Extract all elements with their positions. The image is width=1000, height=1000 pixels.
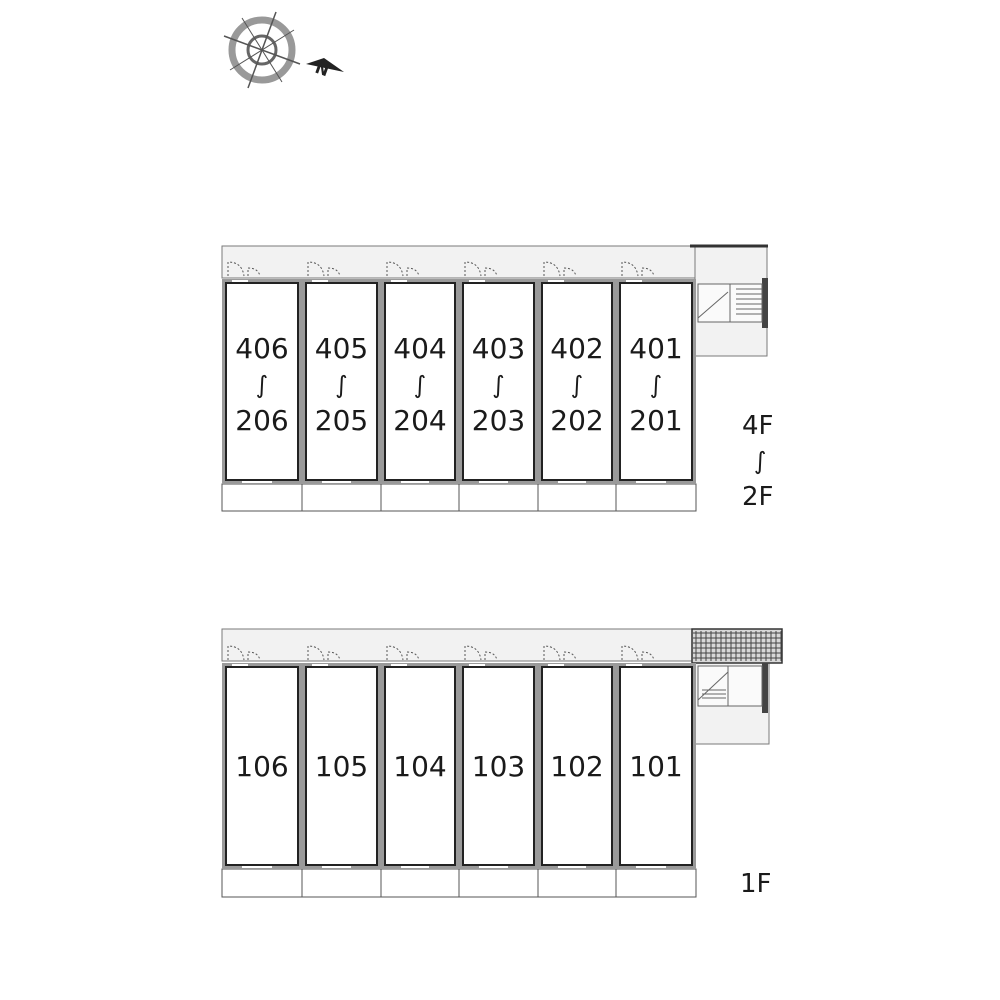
upper-stair (697, 283, 763, 323)
unit: 106 (222, 663, 302, 869)
unit-number-top: 406 (235, 332, 288, 365)
unit: 401 ∫ 201 (616, 279, 696, 484)
unit-number-bottom: 204 (393, 404, 446, 437)
upper-corridor (221, 245, 768, 279)
unit-number: 106 (235, 750, 288, 783)
lower-hatched-entry (691, 628, 783, 664)
unit-number-top: 403 (472, 332, 525, 365)
door-symbol (543, 645, 577, 661)
door-symbol (227, 645, 261, 661)
unit: 406 ∫ 206 (222, 279, 302, 484)
unit-range-sep: ∫ (414, 371, 427, 399)
unit-number-bottom: 202 (550, 404, 603, 437)
compass-icon: N (223, 11, 344, 89)
door-symbol (307, 261, 341, 277)
lower-balconies (221, 868, 697, 898)
unit: 104 (381, 663, 459, 869)
door-symbol (227, 261, 261, 277)
unit-range-sep: ∫ (650, 371, 663, 399)
unit-range-sep: ∫ (492, 371, 505, 399)
unit: 404 ∫ 204 (381, 279, 459, 484)
unit-number: 102 (550, 750, 603, 783)
lower-floor-label: 1F (740, 869, 772, 899)
unit: 101 (616, 663, 696, 869)
unit-number: 104 (393, 750, 446, 783)
unit-range-sep: ∫ (256, 371, 269, 399)
door-symbol (464, 261, 498, 277)
unit-number-top: 404 (393, 332, 446, 365)
unit-number-bottom: 203 (472, 404, 525, 437)
upper-floor-label-bottom: 2F (742, 482, 774, 512)
unit: 102 (538, 663, 616, 869)
upper-floor-label-top: 4F (742, 411, 774, 441)
door-symbol (386, 261, 420, 277)
upper-balconies (221, 483, 697, 512)
lower-block: 106 105 104 103 102 101 1F (221, 628, 783, 899)
unit-number: 105 (315, 750, 368, 783)
north-label: N (313, 58, 332, 80)
unit-number: 103 (472, 750, 525, 783)
unit-number-top: 401 (629, 332, 682, 365)
unit-number-bottom: 206 (235, 404, 288, 437)
lower-stair (697, 665, 763, 707)
unit: 103 (459, 663, 538, 869)
upper-block: 406 ∫ 206 405 ∫ 205 404 ∫ 204 403 ∫ 203 402 ∫ 202 401 ∫ 2… (221, 244, 774, 512)
unit: 105 (302, 663, 381, 869)
unit-number-top: 405 (315, 332, 368, 365)
unit-number-bottom: 205 (315, 404, 368, 437)
unit-number-top: 402 (550, 332, 603, 365)
unit: 405 ∫ 205 (302, 279, 381, 484)
door-symbol (386, 645, 420, 661)
door-symbol (543, 261, 577, 277)
unit: 402 ∫ 202 (538, 279, 616, 484)
unit-number-bottom: 201 (629, 404, 682, 437)
door-symbol (464, 645, 498, 661)
lower-corridor (221, 628, 768, 662)
unit-number: 101 (629, 750, 682, 783)
door-symbol (307, 645, 341, 661)
door-symbol (621, 261, 655, 277)
unit-range-sep: ∫ (335, 371, 348, 399)
door-symbol (621, 645, 655, 661)
unit-range-sep: ∫ (571, 371, 584, 399)
upper-floor-label-sep: ∫ (754, 447, 767, 475)
unit: 403 ∫ 203 (459, 279, 538, 484)
